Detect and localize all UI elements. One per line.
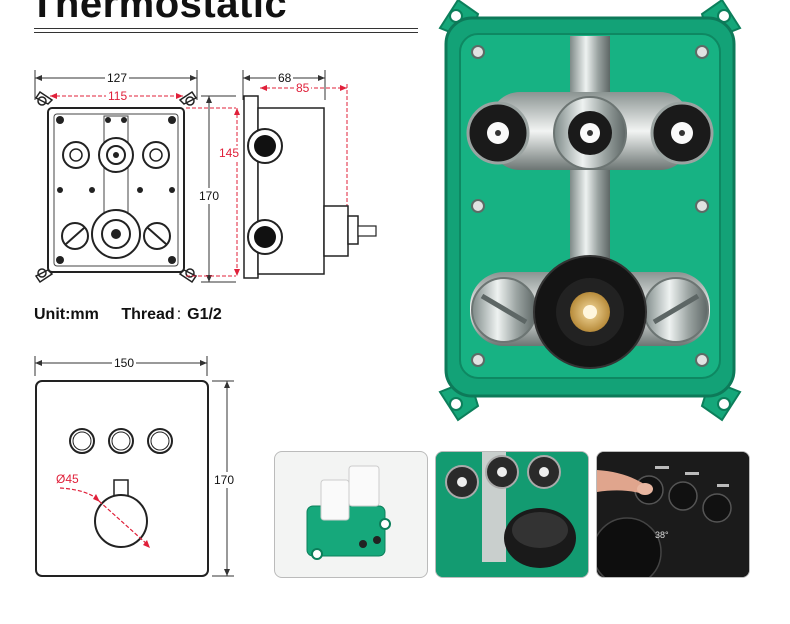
thumbnail-box-with-covers: [274, 451, 428, 578]
dim-width-inner: 115: [106, 89, 130, 103]
thumbnail-panel-in-use: 38°: [596, 451, 750, 578]
product-photo-box: [438, 0, 742, 422]
spec-line: Unit:mm Thread: G1/2: [34, 306, 240, 324]
dim-depth-outer: 68: [276, 71, 294, 85]
title-underline: [34, 28, 418, 33]
thread-separator: :: [176, 306, 182, 323]
page-title: Thermostatic: [30, 0, 288, 26]
dim-height-inner: 145: [219, 146, 240, 160]
dim-depth-inner: 85: [294, 81, 312, 95]
dim-knob-diameter: Ø45: [56, 472, 79, 486]
dim-panel-width: 150: [112, 356, 137, 370]
temperature-readout: 38°: [655, 530, 669, 540]
dim-panel-height: 170: [214, 472, 235, 488]
panel-drawing: [34, 356, 234, 577]
front-view-drawing: [34, 70, 377, 284]
dim-height-outer: 170: [199, 188, 220, 204]
dim-width-outer: 127: [105, 71, 130, 85]
thread-value: G1/2: [187, 306, 222, 323]
thumbnail-valve-closeup: [435, 451, 589, 578]
unit-label: Unit:mm: [34, 306, 99, 323]
thread-label: Thread: [121, 306, 175, 323]
